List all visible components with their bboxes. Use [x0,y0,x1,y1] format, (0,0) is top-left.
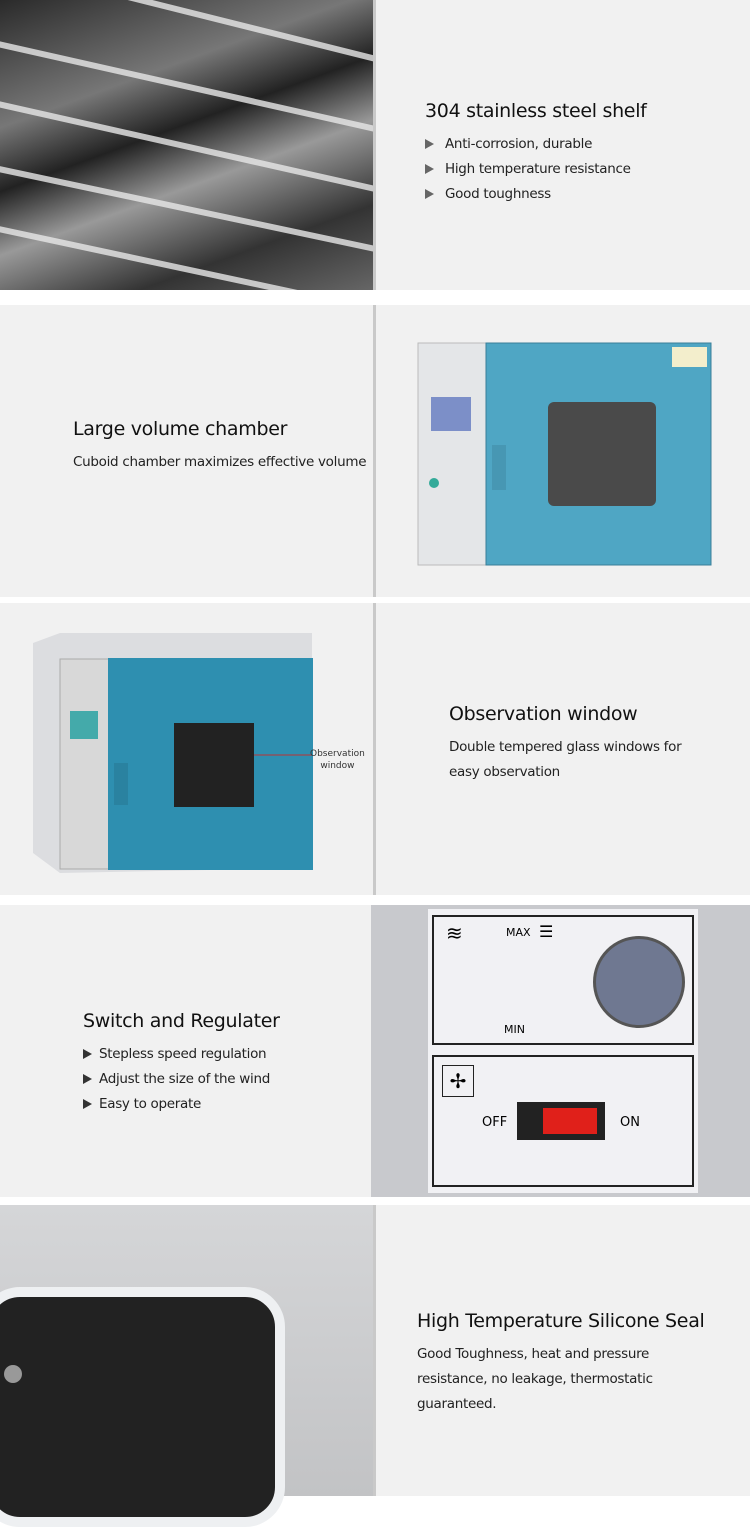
section-title: High Temperature Silicone Seal [417,1310,705,1332]
triangle-bullet-icon [425,189,434,199]
triangle-bullet-icon [83,1074,92,1084]
section-title: Large volume chamber [73,418,288,440]
bullet-item: High temperature resistance [425,157,647,182]
max-label: MAX [506,926,531,939]
bullet-item: Adjust the size of the wind [83,1067,280,1092]
triangle-bullet-icon [425,164,434,174]
bullet-item: Stepless speed regulation [83,1042,280,1067]
divider [373,603,376,895]
speed-knob[interactable] [593,936,685,1028]
level-scale-icon: ☰ [539,922,554,941]
section-text: Good Toughness, heat and pressure [417,1346,650,1362]
triangle-bullet-icon [83,1099,92,1109]
section-text: guaranteed. [417,1396,497,1412]
divider [373,305,376,597]
bullet-item: Good toughness [425,182,647,207]
steel-shelf-photo [0,0,381,303]
section-switch-regulator: Switch and Regulater Stepless speed regu… [0,905,750,1197]
section-steel-shelf: 304 stainless steel shelf Anti-corrosion… [0,0,750,303]
power-switch[interactable] [517,1102,605,1140]
section-title: 304 stainless steel shelf [425,100,647,122]
section-volume-chamber: Large volume chamber Cuboid chamber maxi… [0,305,750,597]
triangle-bullet-icon [83,1049,92,1059]
section-title: Switch and Regulater [83,1010,280,1032]
fan-icon: ✢ [442,1065,474,1097]
regulator-panel [432,915,694,1045]
section-title: Observation window [449,703,638,725]
seal-photo [0,1205,374,1527]
oven-angled-photo [33,633,313,873]
off-label: OFF [482,1115,508,1130]
min-label: MIN [504,1023,525,1036]
bullet-item: Anti-corrosion, durable [425,132,647,157]
switch-panel [432,1055,694,1187]
shelf-rods [0,0,381,303]
control-panel-photo: ≋ MAX MIN ☰ ✢ OFF ON [371,905,750,1197]
on-label: ON [620,1115,640,1130]
section-text: Double tempered glass windows for [449,739,682,755]
screw-icon [4,1365,22,1383]
section-silicone-seal: High Temperature Silicone Seal Good Toug… [0,1205,750,1527]
section-text: easy observation [449,764,560,780]
bullet-item: Easy to operate [83,1092,280,1117]
section-text: resistance, no leakage, thermostatic [417,1371,653,1387]
section-text: Cuboid chamber maximizes effective volum… [73,454,367,470]
triangle-bullet-icon [425,139,434,149]
heat-icon: ≋ [446,921,463,945]
oven-front-photo [417,342,712,566]
divider [373,1205,376,1496]
divider [373,0,376,290]
